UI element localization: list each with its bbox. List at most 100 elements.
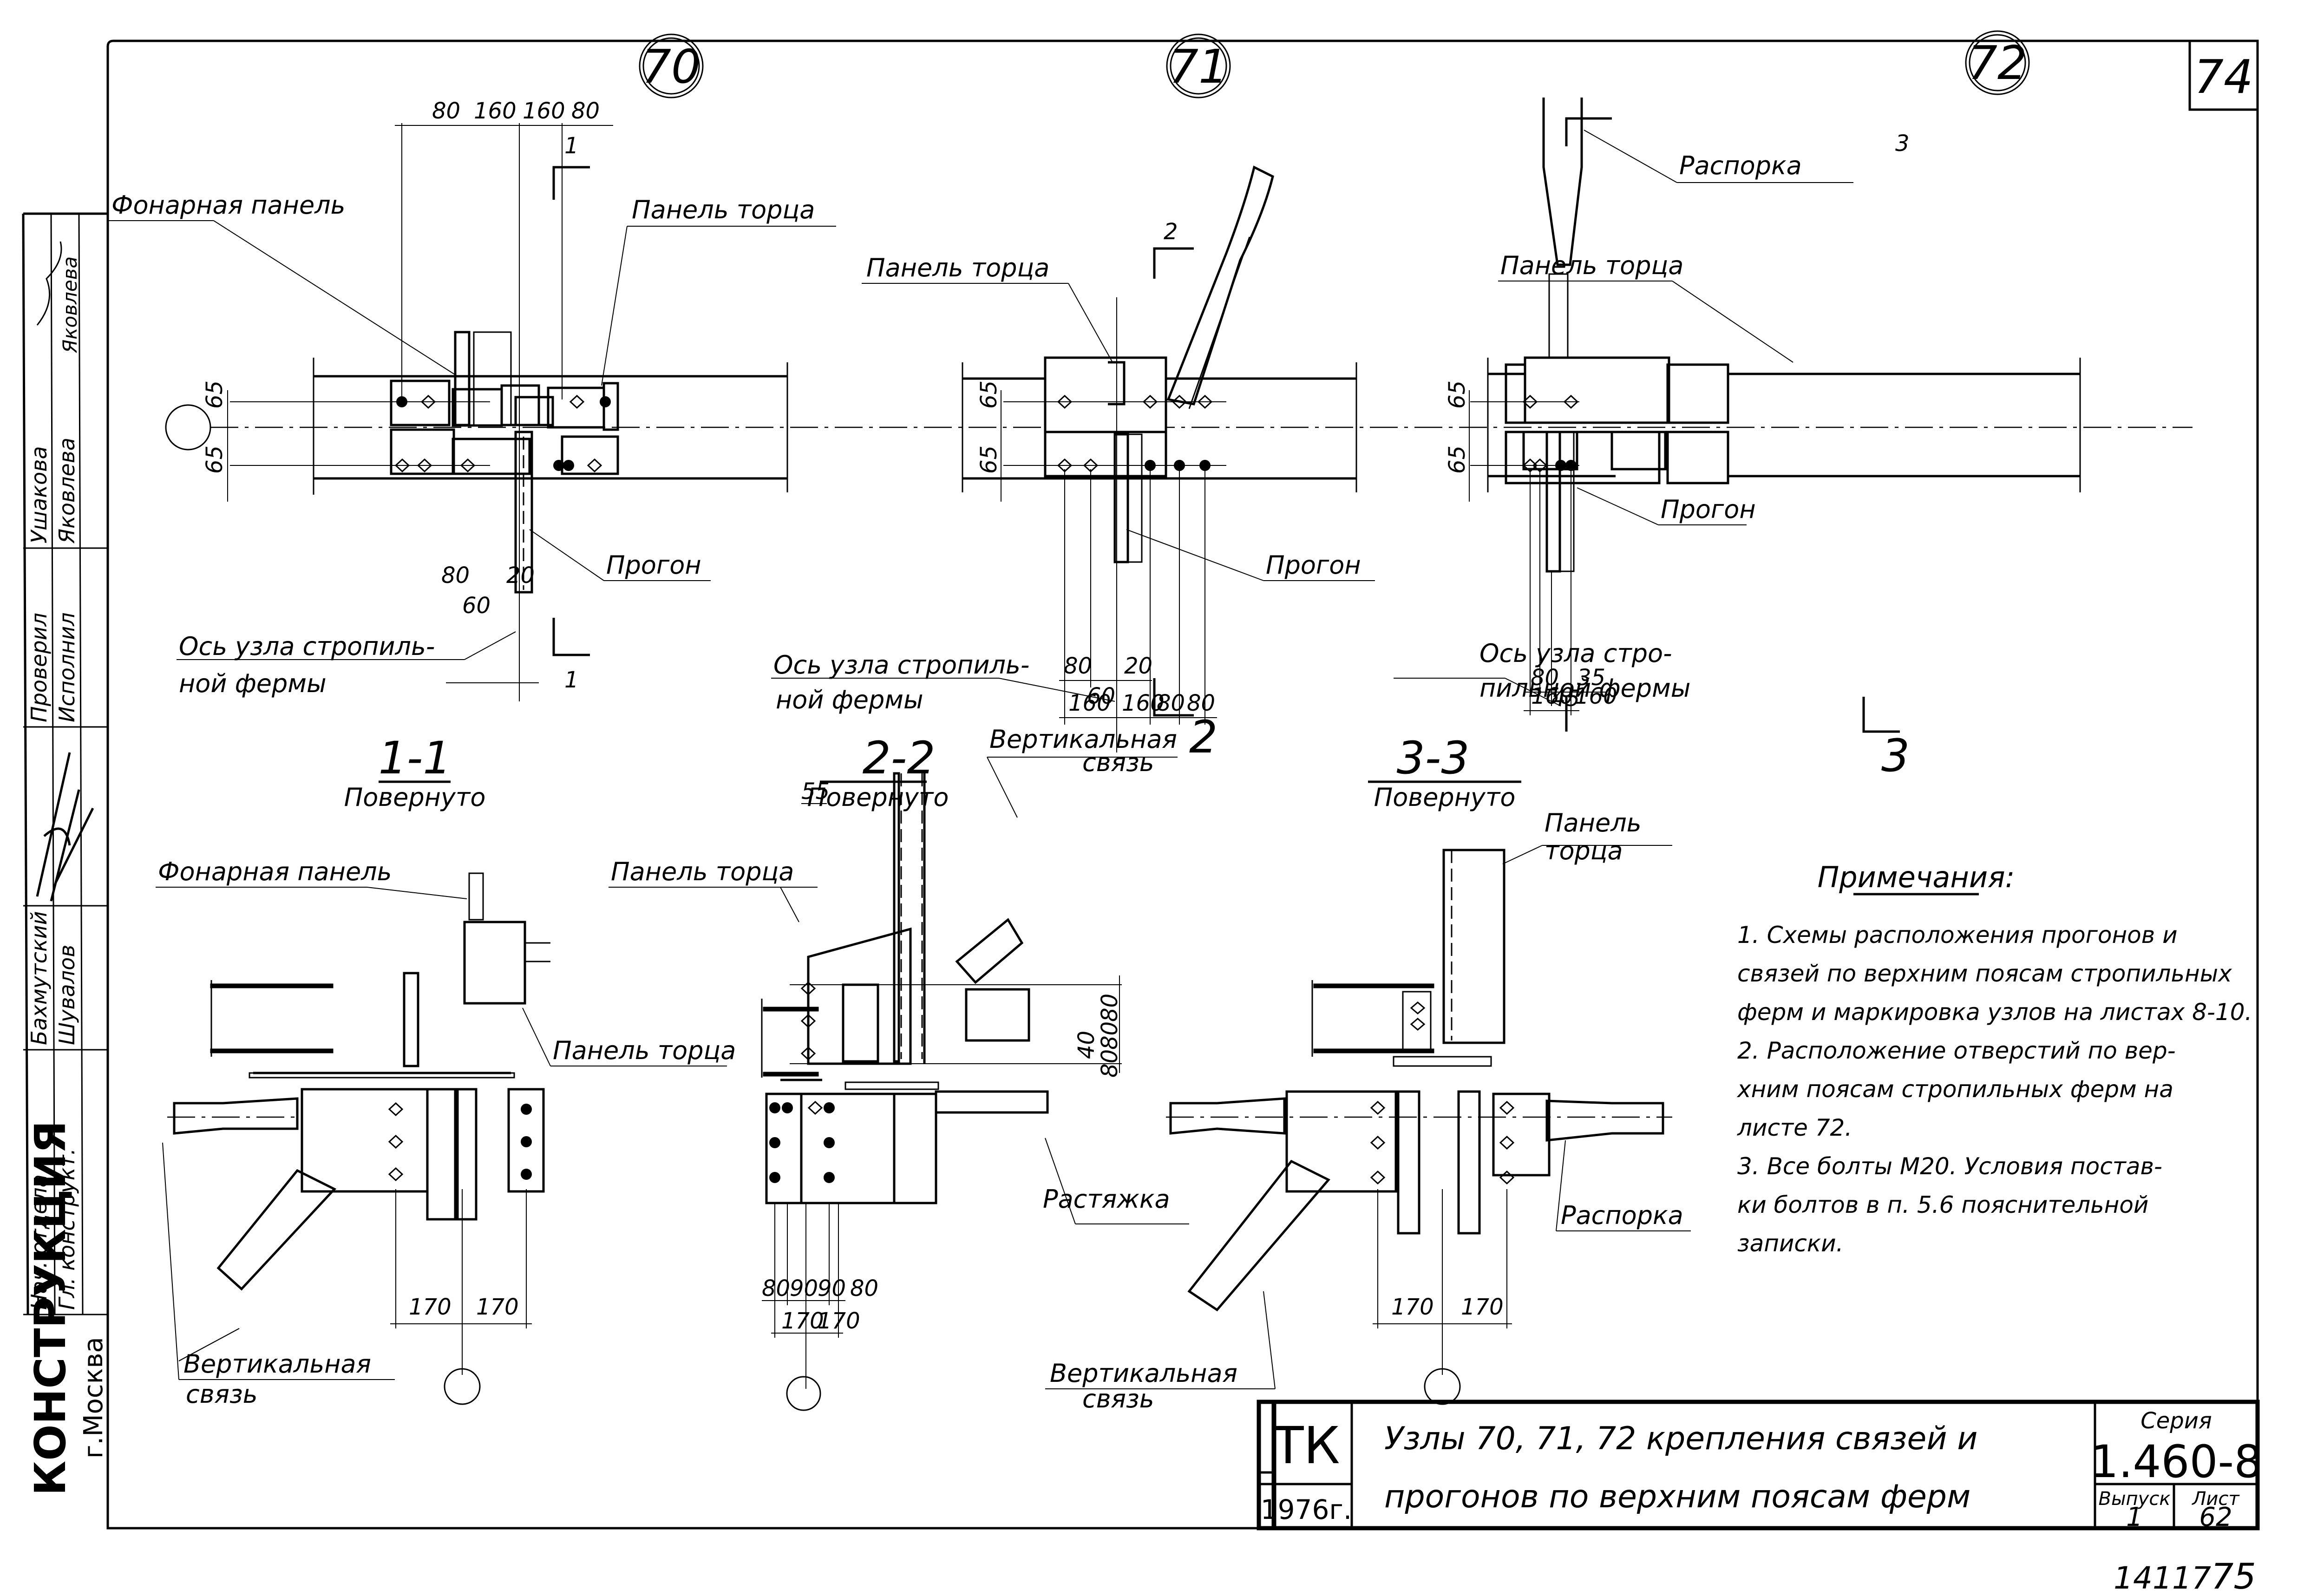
notes-line-3: 2. Расположение отверстий по вер- (1737, 1037, 2176, 1064)
title-block-year: 1976г. (1261, 1494, 1352, 1525)
node-72-dim-v-0: 65 (1444, 380, 1470, 409)
node-72-callout-strut: Распорка (1679, 151, 1802, 180)
section-3-subtitle: Повернуто (1374, 783, 1516, 812)
section-2-dim-low-0: 170 (781, 1308, 824, 1334)
notes-line-6: 3. Все болты М20. Условия постав- (1737, 1153, 2162, 1180)
node-70-dim-top-1: 160 (474, 98, 517, 124)
node-70-dim-bottom-0: 80 (441, 563, 470, 589)
section-2-dim-up-1: 90 (790, 1275, 818, 1302)
corner-number: 74 (2194, 50, 2253, 104)
section-1-dim-1: 170 (476, 1294, 519, 1320)
section-3-dim-0: 170 (1391, 1294, 1434, 1320)
node-70-dim-v-0: 65 (202, 380, 228, 409)
node-72-dim-low-1: 160 (1575, 683, 1617, 709)
section-3-callout-strut: Распорка (1561, 1201, 1683, 1230)
notes-line-7: ки болтов в п. 5.6 пояснительной (1737, 1191, 2148, 1218)
signature (36, 752, 94, 902)
stamp-name-1: Шувалов (54, 945, 79, 1045)
node-70: 70 1 1 (107, 33, 2193, 701)
section-1-1: 1-1 Повернуто 170 (156, 732, 818, 1409)
section-2-2: 2-2 Повернуто 55 (615, 725, 1189, 1411)
notes-line-2: ферм и маркировка узлов на листах 8-10. (1737, 999, 2252, 1026)
title-block-issue-label: Выпуск (2099, 1488, 2171, 1510)
stamp-name-4: Яковлева (59, 256, 81, 353)
node-71-dim-up-2: 60 (1087, 683, 1115, 709)
sheet-frame: 74 14117 75 (106, 39, 2259, 1596)
section-3-callout-brace-1: Вертикальная (1050, 1359, 1237, 1388)
node-70-callout-panel: Панель торца (632, 195, 815, 224)
node-70-dim-top-3: 80 (571, 98, 600, 124)
node-71-cut-top: 2 (1164, 219, 1178, 245)
section-1-callout-brace-2: связь (186, 1380, 258, 1409)
section-2-callout-brace-2: связь (1082, 748, 1154, 777)
node-71-callout-panel: Панель торца (866, 253, 1049, 282)
section-2-dim-low-1: 170 (818, 1308, 860, 1334)
section-3-callout-brace-2: связь (1082, 1384, 1154, 1413)
node-72-cut-top: 3 (1895, 131, 1910, 157)
node-72-dim-v-1: 65 (1444, 445, 1470, 474)
node-70-callout-progon: Прогон (606, 550, 701, 580)
node-71-callout-progon: Прогон (1266, 550, 1361, 580)
section-3-3: 3-3 Повернуто 170 170 (1045, 732, 1691, 1413)
node-70-dim-bottom-2: 60 (462, 593, 491, 619)
stamp-role-2: Проверил (26, 613, 52, 722)
section-3-dim-1: 170 (1461, 1294, 1504, 1320)
section-1-title: 1-1 (379, 732, 452, 784)
notes-line-4: хним поясам стропильных ферм на (1736, 1076, 2173, 1103)
node-70-axis-line2: ной фермы (179, 669, 327, 698)
notes-heading: Примечания: (1818, 860, 2015, 894)
node-71-axis-line2: ной фермы (776, 685, 923, 714)
node-72-axis-line1: Ось узла стро- (1479, 639, 1672, 668)
corner-number-box (2188, 39, 2259, 111)
node-71-dim-v-1: 65 (976, 445, 1002, 474)
section-1-callout-brace-1: Вертикальная (183, 1349, 371, 1379)
node-72-cut-bottom: 3 (1881, 730, 1910, 782)
node-71-dim-low-2: 80 (1157, 690, 1185, 716)
node-72-callout-progon: Прогон (1661, 495, 1756, 524)
notes: Примечания: 1. Схемы расположения прогон… (1736, 860, 2252, 1257)
node-70-id: 70 (641, 39, 700, 94)
node-71: 71 2 2 (771, 33, 1375, 763)
stamp-city: г.Москва (79, 1337, 109, 1459)
notes-line-5: листе 72. (1737, 1114, 1852, 1141)
title-block-title-1: Узлы 70, 71, 72 крепления связей и (1384, 1420, 1977, 1457)
section-2-dim-up-2: 90 (818, 1275, 846, 1302)
node-70-cut-bottom: 1 (564, 667, 579, 693)
node-72-dim-up-1: 35 (1577, 665, 1605, 691)
node-71-dim-v-0: 65 (976, 380, 1002, 409)
title-block-series-label: Серия (2140, 1408, 2212, 1434)
title-block-series-value: 1.460-8 (2090, 1436, 2263, 1488)
section-2-dim-right-1: 80 (1097, 1021, 1123, 1050)
section-1-callout-fonar: Фонарная панель (158, 857, 392, 886)
title-block-sheet-label: Лист (2191, 1488, 2240, 1510)
section-3-callout-panel-2: торца (1545, 836, 1623, 865)
node-70-callout-fonar: Фонарная панель (111, 190, 346, 220)
notes-line-0: 1. Схемы расположения прогонов и (1737, 922, 2178, 948)
section-2-dim-right-2: 80 (1097, 1049, 1123, 1078)
node-70-dim-top-0: 80 (432, 98, 460, 124)
node-72-dim-up-2: 45 (1551, 686, 1580, 712)
node-71-dim-up-0: 80 (1064, 653, 1092, 679)
title-block-title-2: прогонов по верхним поясам ферм (1384, 1478, 1970, 1515)
section-2-callout-rastyazhka: Растяжка (1043, 1184, 1170, 1214)
node-72: 72 3 3 (1394, 30, 2081, 782)
notes-line-8: записки. (1737, 1230, 1844, 1257)
section-1-callout-panel-top: Панель торца (611, 857, 794, 886)
node-72-dim-low-0: 160 (1531, 683, 1574, 709)
node-72-axis-line2: пильной фермы (1479, 674, 1690, 703)
node-70-dim-bottom-1: 20 (506, 563, 535, 589)
node-72-callout-panel: Панель торца (1500, 251, 1683, 280)
stamp-role-3: Исполнил (54, 612, 79, 722)
node-70-cut-top: 1 (564, 133, 579, 159)
node-72-id: 72 (1968, 36, 2027, 90)
stamp-name-0: Бахмутский (26, 911, 52, 1045)
section-2-dim-top: 55 (801, 778, 830, 805)
node-71-dim-up-1: 20 (1124, 653, 1152, 679)
section-3-callout-panel-1: Панель (1545, 808, 1642, 837)
node-71-axis-line1: Ось узла стропиль- (773, 650, 1029, 680)
frame-border (106, 39, 2259, 1530)
section-1-dim-0: 170 (409, 1294, 452, 1320)
stamp-name-2: Ушакова (26, 446, 52, 543)
node-71-cut-bottom: 2 (1189, 711, 1217, 763)
